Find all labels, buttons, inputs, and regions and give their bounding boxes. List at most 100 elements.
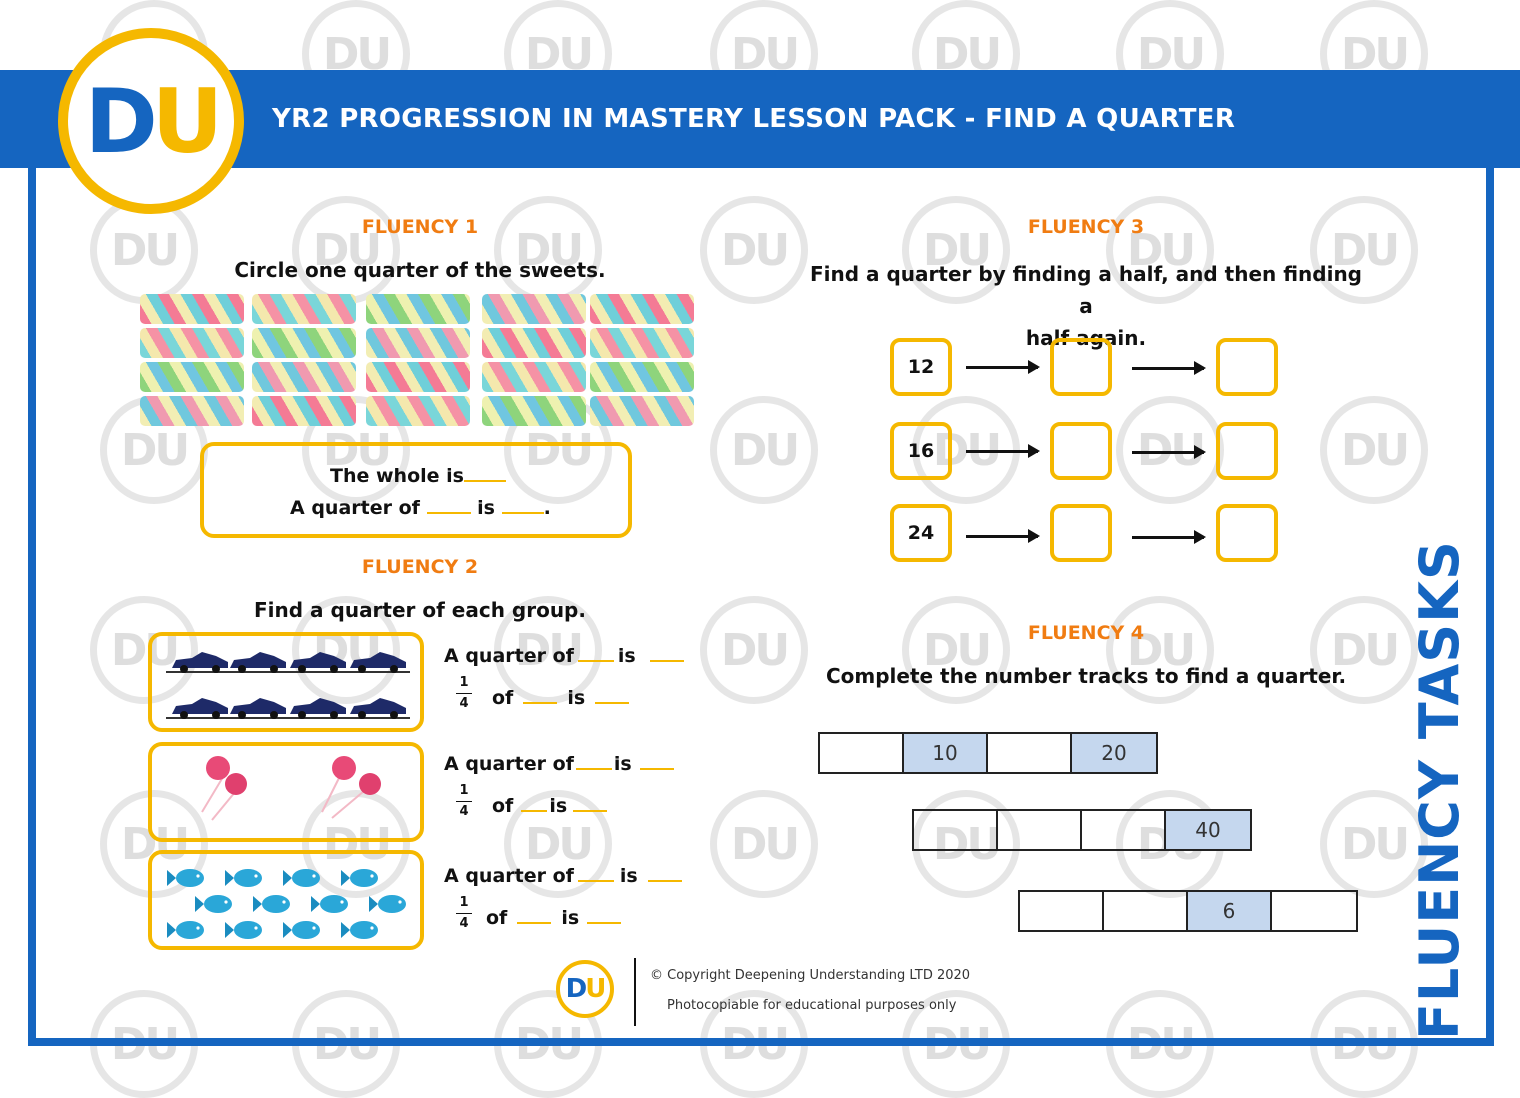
fish-tail-icon [195, 896, 204, 912]
sweet-icon[interactable] [140, 396, 244, 426]
sweet-icon[interactable] [590, 396, 694, 426]
fish-body-icon [204, 895, 232, 913]
sweet-icon[interactable] [252, 362, 356, 392]
wheel-icon [270, 711, 278, 719]
fish-body-icon [262, 895, 290, 913]
half-answer-box[interactable] [1050, 422, 1112, 480]
answer-blank[interactable] [577, 644, 614, 662]
sweet-icon[interactable] [140, 294, 244, 324]
wheel-icon [180, 711, 188, 719]
sweet-icon[interactable] [366, 362, 470, 392]
answer-blank[interactable] [521, 794, 548, 812]
fish-tail-icon [167, 922, 176, 938]
of-label: of [492, 795, 514, 817]
of-label: of [486, 907, 508, 929]
fluency4-instruction: Complete the number tracks to find a qua… [825, 664, 1347, 688]
sweet-icon[interactable] [590, 294, 694, 324]
sweet-icon[interactable] [366, 396, 470, 426]
answer-blank[interactable] [647, 864, 682, 882]
wheel-icon [330, 711, 338, 719]
fish-body-icon [350, 921, 378, 939]
quarter-answer-box[interactable] [1216, 422, 1278, 480]
start-number-box: 16 [890, 422, 952, 480]
answer-blank[interactable] [463, 464, 506, 482]
quarter-answer-box[interactable] [1216, 504, 1278, 562]
photocopy-note: Photocopiable for educational purposes o… [667, 998, 957, 1013]
answer-blank[interactable] [573, 794, 608, 812]
sweet-icon[interactable] [140, 362, 244, 392]
answer-blank[interactable] [523, 686, 558, 704]
fish-eye-icon [196, 874, 200, 878]
sweet-icon[interactable] [366, 294, 470, 324]
half-answer-box[interactable] [1050, 338, 1112, 396]
whole-is-line: The whole is [330, 464, 506, 487]
track-cell[interactable] [988, 734, 1072, 772]
answer-blank[interactable] [595, 686, 630, 704]
wheel-icon [212, 711, 220, 719]
sweet-icon[interactable] [140, 328, 244, 358]
half-answer-box[interactable] [1050, 504, 1112, 562]
answer-blank[interactable] [639, 752, 674, 770]
sweet-icon[interactable] [482, 294, 586, 324]
fish-body-icon [292, 921, 320, 939]
fluency2-heading: FLUENCY 2 [361, 556, 479, 578]
quarter-of-label: A quarter of [290, 497, 420, 519]
fish-body-icon [176, 921, 204, 939]
sweet-icon[interactable] [252, 328, 356, 358]
sweet-icon[interactable] [366, 328, 470, 358]
fluency1-instruction: Circle one quarter of the sweets. [234, 258, 606, 282]
cars-icon [166, 652, 410, 719]
number-track-1: 10 20 [818, 732, 1158, 774]
sweet-icon[interactable] [482, 328, 586, 358]
answer-blank[interactable] [501, 496, 544, 514]
wheel-icon [298, 665, 306, 673]
sweet-icon[interactable] [252, 294, 356, 324]
fish-eye-icon [370, 874, 374, 878]
car-icon [230, 652, 286, 668]
answer-blank[interactable] [587, 906, 622, 924]
car-icon [350, 652, 406, 668]
fish-tail-icon [253, 896, 262, 912]
track-cell[interactable] [998, 811, 1082, 849]
sweet-icon[interactable] [590, 328, 694, 358]
track-cell[interactable] [1272, 892, 1356, 930]
track-cell[interactable] [1104, 892, 1188, 930]
sweet-icon[interactable] [590, 362, 694, 392]
answer-blank[interactable] [575, 752, 612, 770]
answer-blank[interactable] [577, 864, 614, 882]
car-icon [350, 698, 406, 714]
quarter-of-label: A quarter of [444, 645, 574, 667]
answer-blank[interactable] [517, 906, 552, 924]
answer-blank[interactable] [649, 644, 684, 662]
fish-eye-icon [282, 900, 286, 904]
track-cell[interactable] [820, 734, 904, 772]
whole-is-label: The whole is [330, 465, 464, 487]
fish-body-icon [320, 895, 348, 913]
sweet-icon[interactable] [252, 396, 356, 426]
track-cell[interactable] [1082, 811, 1166, 849]
answer-blank[interactable] [426, 496, 471, 514]
sweet-icon[interactable] [482, 362, 586, 392]
sweets-grid [140, 294, 700, 430]
lollipops-group-box [148, 742, 424, 842]
wheel-icon [330, 665, 338, 673]
arrow-right-icon [1132, 530, 1206, 544]
fish-body-icon [378, 895, 406, 913]
fluency3-instruction: Find a quarter by finding a half, and th… [800, 258, 1372, 354]
track-cell[interactable] [914, 811, 998, 849]
fish-tail-icon [369, 896, 378, 912]
fish-body-icon [234, 921, 262, 939]
track-cell[interactable] [1020, 892, 1104, 930]
wheel-icon [180, 665, 188, 673]
wheel-icon [238, 665, 246, 673]
sweet-icon[interactable] [482, 396, 586, 426]
fish-tail-icon [225, 870, 234, 886]
fish-tail-icon [341, 922, 350, 938]
car-icon [172, 698, 228, 714]
fish-icon [167, 869, 406, 939]
quarter-answer-box[interactable] [1216, 338, 1278, 396]
